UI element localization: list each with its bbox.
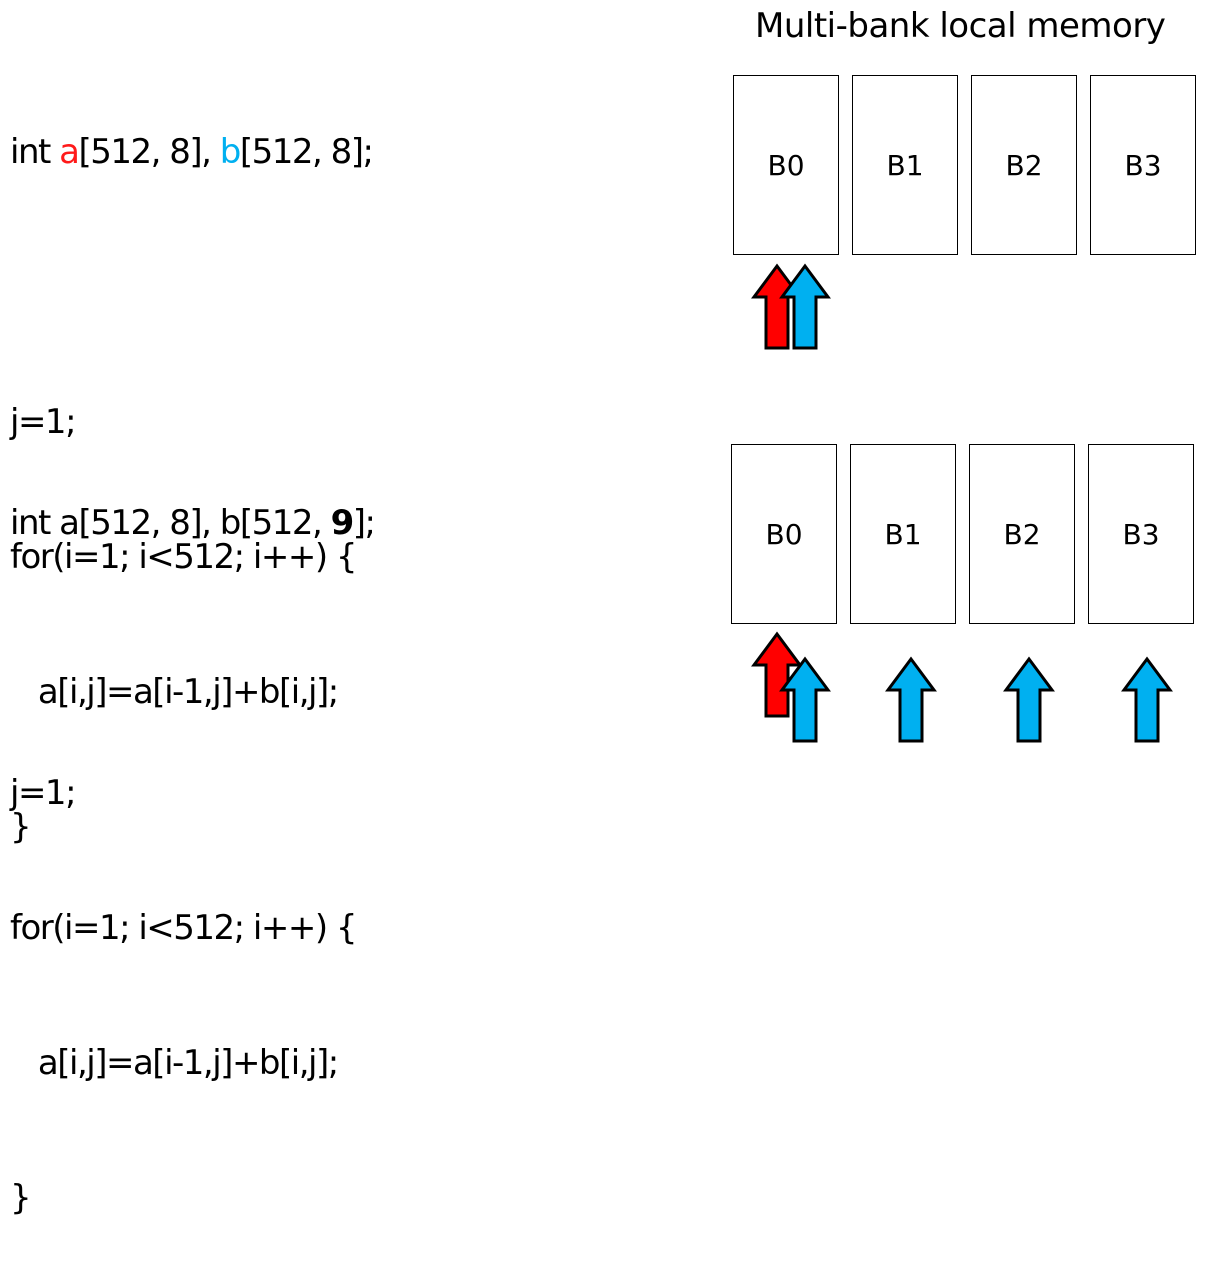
array-b-name: b <box>219 132 242 172</box>
body-line: a[i,j]=a[i-1,j]+b[i,j]; <box>10 1043 339 1083</box>
array-b-access-arrow-b3 <box>1121 656 1173 743</box>
code-block-bottom: int a[512, 8], b[512, 9]; j=1; for(i=1; … <box>10 411 376 1266</box>
array-b-access-arrow-b2 <box>1003 656 1055 743</box>
bank-b3-top: B3 <box>1090 75 1196 255</box>
bank-b3-bottom: B3 <box>1088 444 1194 624</box>
declaration-line: int a[512, 8], b[512, 8]; <box>10 130 374 175</box>
array-b-access-arrow-b0 <box>779 656 831 743</box>
array-b-dims: [512, 8]; <box>239 132 374 172</box>
bank-b0-bottom: B0 <box>731 444 837 624</box>
bank-b2-bottom: B2 <box>969 444 1075 624</box>
array-a-access-arrow-bottom <box>751 631 803 718</box>
declaration-line: int a[512, 8], b[512, 9]; <box>10 501 376 546</box>
bank-b1-top: B1 <box>852 75 958 255</box>
memory-title: Multi-bank local memory <box>755 6 1166 46</box>
code-block-top: int a[512, 8], b[512, 8]; j=1; for(i=1; … <box>10 40 374 895</box>
blank-line <box>10 636 375 681</box>
decl-prefix: int <box>10 132 60 172</box>
array-b-access-arrow-b1 <box>885 656 937 743</box>
blank-line <box>10 265 373 310</box>
decl-suffix: ]; <box>352 503 376 543</box>
bank-b0-top: B0 <box>733 75 839 255</box>
array-b-access-arrow-top <box>779 263 831 350</box>
array-a-name: a <box>59 132 80 172</box>
bank-b1-bottom: B1 <box>850 444 956 624</box>
body-line: a[i,j]=a[i-1,j]+b[i,j]; <box>10 672 339 712</box>
init-line: j=1; <box>10 402 77 442</box>
for-line: for(i=1; i<512; i++) { <box>10 537 358 577</box>
close-brace-line: } <box>10 1178 32 1218</box>
decl-prefix: int a[512, 8], b[512, <box>10 503 331 543</box>
array-a-dims: [512, 8], <box>78 132 220 172</box>
init-line: j=1; <box>10 773 77 813</box>
bank-b2-top: B2 <box>971 75 1077 255</box>
padded-dimension: 9 <box>330 503 355 543</box>
for-line: for(i=1; i<512; i++) { <box>10 908 358 948</box>
